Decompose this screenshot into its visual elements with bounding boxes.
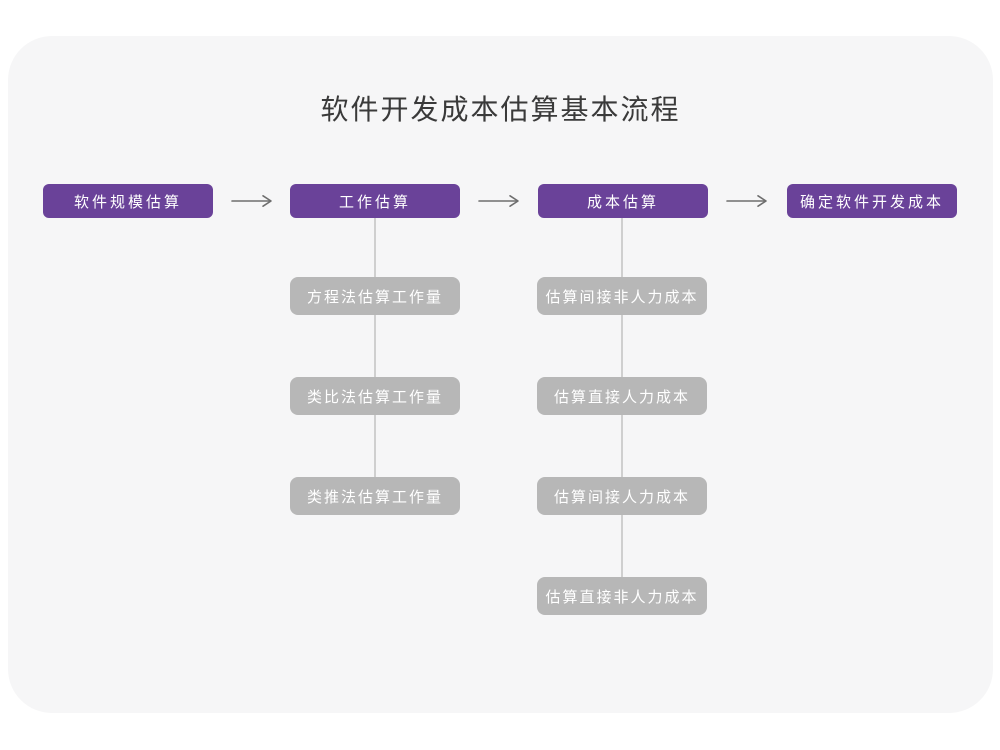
sub-step-indirect-nonlabor-cost: 估算间接非人力成本	[537, 277, 707, 315]
right-arrow-icon	[477, 194, 521, 208]
right-arrow-icon	[230, 194, 274, 208]
sub-step-extrapolation-method: 类推法估算工作量	[290, 477, 460, 515]
flowchart-card: 软件开发成本估算基本流程 软件规模估算 工作估算 成本估算 确定软件开发成本 方…	[8, 36, 993, 713]
step-final-software-cost: 确定软件开发成本	[787, 184, 957, 218]
sub-step-direct-labor-cost: 估算直接人力成本	[537, 377, 707, 415]
right-arrow-icon	[725, 194, 769, 208]
diagram-title: 软件开发成本估算基本流程	[320, 94, 681, 125]
step-software-scale-estimation: 软件规模估算	[43, 184, 213, 218]
connector-line-work-estimation	[374, 218, 376, 480]
sub-step-direct-nonlabor-cost: 估算直接非人力成本	[537, 577, 707, 615]
step-cost-estimation: 成本估算	[538, 184, 708, 218]
sub-step-equation-method: 方程法估算工作量	[290, 277, 460, 315]
sub-step-analogy-method: 类比法估算工作量	[290, 377, 460, 415]
step-work-estimation: 工作估算	[290, 184, 460, 218]
sub-step-indirect-labor-cost: 估算间接人力成本	[537, 477, 707, 515]
